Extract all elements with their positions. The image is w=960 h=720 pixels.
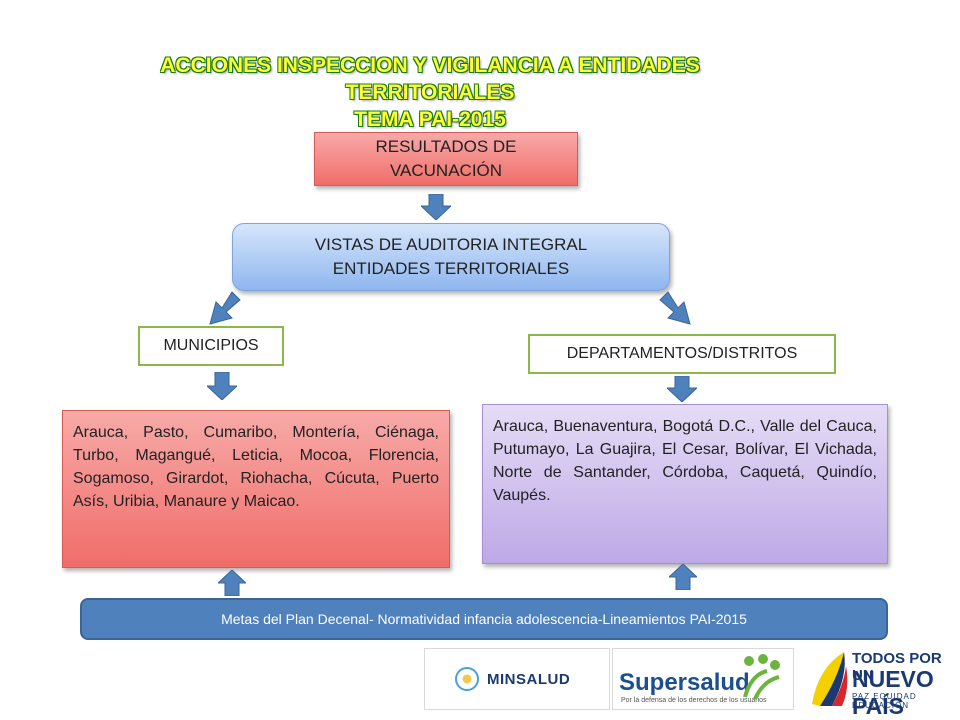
pais-logo-line-1: TODOS POR UN	[852, 650, 942, 684]
arrow-diagonal-left-icon	[209, 291, 241, 325]
node-footer-metas: Metas del Plan Decenal- Normatividad inf…	[80, 598, 888, 640]
node-municipios: MUNICIPIOS	[138, 326, 284, 366]
departamentos-list-text: Arauca, Buenaventura, Bogotá D.C., Valle…	[493, 418, 877, 504]
node-resultados-vacunacion: RESULTADOS DE VACUNACIÓN	[314, 132, 578, 186]
node-auditoria-integral: VISTAS DE AUDITORIA INTEGRAL ENTIDADES T…	[232, 223, 670, 291]
arrow-down-departamentos-icon	[667, 376, 697, 402]
supersalud-figures-icon	[743, 654, 780, 700]
minsalud-logo-text: MINSALUD	[487, 670, 571, 688]
colombia-flag-shape-icon	[812, 652, 848, 706]
supersalud-tagline: Por la defensa de los derechos de los us…	[621, 697, 767, 704]
arrow-down-municipios-icon	[207, 372, 237, 400]
node-municipios-label: MUNICIPIOS	[163, 337, 259, 354]
pais-logo-line-3: PAZ EQUIDAD EDUCACIÓN	[852, 692, 917, 710]
node-auditoria-line-1: VISTAS DE AUDITORIA INTEGRAL	[314, 235, 588, 254]
arrow-up-left-icon	[218, 570, 246, 596]
todos-por-un-nuevo-pais-logo: TODOS POR UN NUEVO PAÍS PAZ EQUIDAD EDUC…	[806, 648, 956, 719]
node-departamentos-label: DEPARTAMENTOS/DISTRITOS	[566, 345, 798, 362]
node-auditoria-line-2: ENTIDADES TERRITORIALES	[332, 259, 570, 278]
title-line-2: TEMA PAI-2015	[354, 108, 506, 131]
pais-logo-line-2: NUEVO PAÍS	[852, 666, 934, 719]
minsalud-logo: MINSALUD	[424, 648, 610, 710]
title-line-1: ACCIONES INSPECCION Y VIGILANCIA A ENTID…	[160, 54, 700, 104]
arrow-diagonal-right-icon	[659, 291, 691, 325]
node-departamentos: DEPARTAMENTOS/DISTRITOS	[528, 334, 836, 374]
municipios-list-text: Arauca, Pasto, Cumaribo, Montería, Ciéna…	[73, 424, 439, 510]
footer-label: Metas del Plan Decenal- Normatividad inf…	[221, 611, 747, 627]
supersalud-logo-text: Supersalud	[619, 669, 750, 696]
page-title: ACCIONES INSPECCION Y VIGILANCIA A ENTID…	[80, 52, 780, 133]
arrow-down-1-icon	[421, 194, 451, 220]
node-resultados-label: RESULTADOS DE VACUNACIÓN	[375, 137, 517, 180]
colombia-seal-icon	[455, 667, 479, 691]
node-departamentos-list: Arauca, Buenaventura, Bogotá D.C., Valle…	[482, 404, 888, 564]
supersalud-logo: Supersalud Por la defensa de los derecho…	[612, 648, 794, 710]
arrow-up-right-icon	[669, 564, 697, 590]
node-municipios-list: Arauca, Pasto, Cumaribo, Montería, Ciéna…	[62, 410, 450, 568]
